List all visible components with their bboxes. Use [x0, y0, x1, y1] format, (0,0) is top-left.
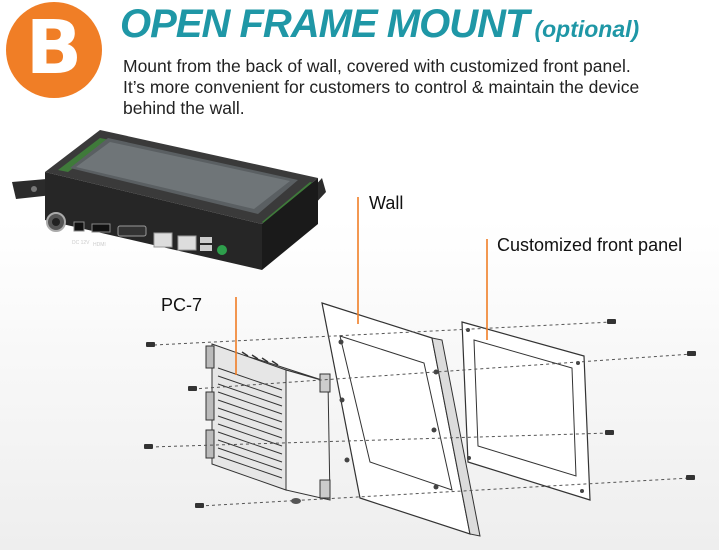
open-frame-device: DC 12V HDMI: [12, 130, 326, 270]
front-panel: [461, 321, 591, 501]
title-optional: (optional): [534, 16, 640, 42]
title-main: OPEN FRAME MOUNT: [120, 2, 529, 46]
section-badge: B: [6, 2, 102, 98]
callout-lines: [235, 197, 488, 375]
badge-letter: B: [25, 5, 83, 91]
description: Mount from the back of wall, covered wit…: [123, 56, 713, 119]
pc7-label: PC-7: [161, 295, 203, 315]
assembly-lines: [149, 321, 693, 507]
description-line-2: It’s more convenient for customers to co…: [123, 77, 640, 97]
pc7-device: [205, 343, 331, 504]
wall-panel: [321, 302, 481, 537]
page-title: OPEN FRAME MOUNT(optional): [120, 2, 639, 47]
front-panel-label: Customized front panel: [497, 235, 683, 255]
hdmi-port-label: HDMI: [93, 242, 106, 248]
description-line-3: behind the wall.: [123, 98, 245, 118]
screws: [144, 319, 696, 508]
dc-port-label: DC 12V: [72, 240, 90, 246]
wall-label: Wall: [369, 193, 404, 213]
description-line-1: Mount from the back of wall, covered wit…: [123, 56, 631, 76]
